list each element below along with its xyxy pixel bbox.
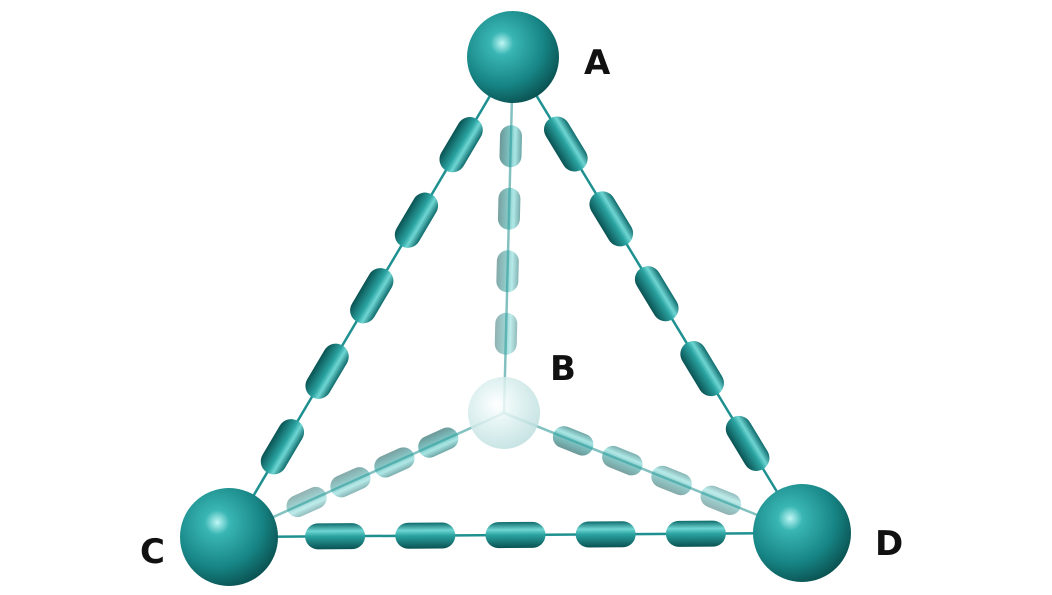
bond-capsule: [665, 520, 726, 547]
bond-capsule: [575, 521, 636, 548]
bond-capsule: [305, 523, 366, 550]
edge-b-c: [228, 411, 505, 539]
bond-capsule: [496, 250, 519, 293]
bond-capsule: [395, 522, 456, 549]
bond-capsule: [499, 125, 522, 168]
edge-b-d: [503, 411, 803, 535]
bond-capsule: [350, 268, 394, 324]
edge-a-c: [227, 56, 515, 538]
vertex-d-label: D: [875, 524, 903, 564]
edge-a-d: [511, 56, 804, 534]
vertex-a-label: A: [584, 43, 611, 83]
bond-capsule: [589, 191, 634, 247]
bond-capsule: [485, 521, 546, 549]
bond-capsule: [602, 445, 643, 476]
vertex-c-sphere: [180, 488, 278, 586]
bond-capsule: [374, 447, 415, 478]
bond-line: [502, 56, 515, 414]
bond-capsule: [330, 467, 371, 498]
vertex-c-label: C: [140, 532, 165, 572]
bond-capsule: [725, 415, 770, 471]
edge-c-d: [228, 520, 803, 550]
bond-capsule: [494, 312, 518, 355]
edge-a-b: [494, 56, 522, 414]
bond-capsule: [544, 116, 588, 172]
bond-capsule: [418, 427, 459, 458]
vertex-d-sphere: [753, 484, 851, 582]
bond-capsule: [700, 485, 742, 516]
bond-capsule: [439, 117, 483, 173]
bond-capsule: [634, 266, 679, 322]
bond-capsule: [394, 192, 439, 248]
bond-capsule: [260, 419, 305, 475]
bond-capsule: [680, 341, 724, 397]
vertex-a-sphere: [467, 11, 559, 103]
vertex-b-label: B: [550, 349, 576, 389]
bond-capsule: [305, 343, 349, 399]
vertex-b-sphere: [468, 377, 540, 449]
bond-capsule: [651, 465, 692, 496]
bond-capsule: [497, 187, 521, 230]
bond-capsule: [552, 426, 594, 456]
bond-capsule: [286, 486, 327, 518]
